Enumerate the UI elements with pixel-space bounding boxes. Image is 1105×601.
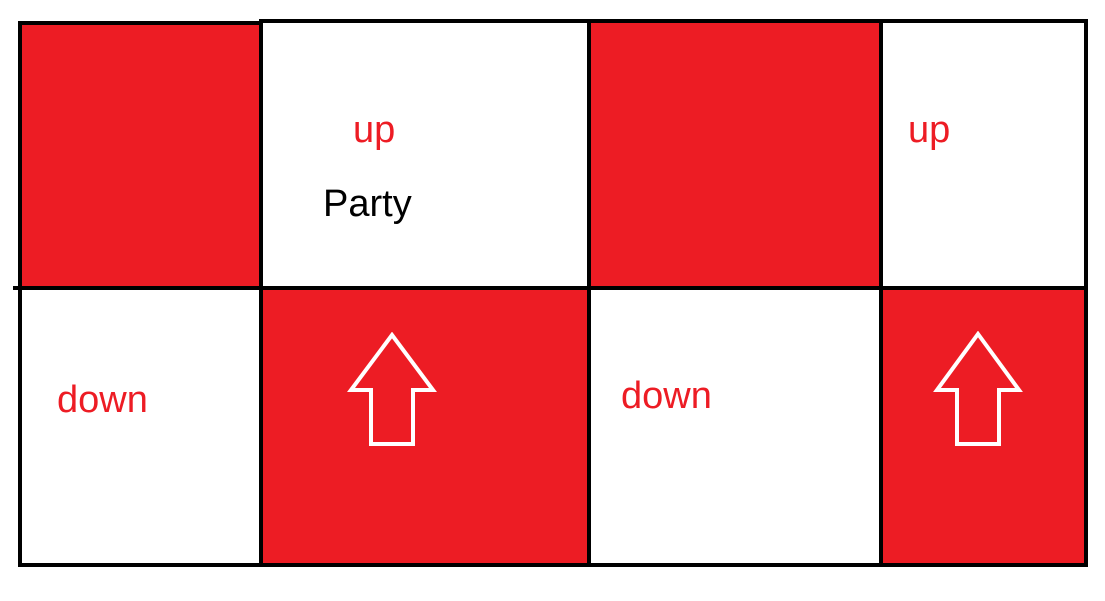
cell-r2c1	[20, 288, 262, 566]
grid-vline-2	[587, 19, 591, 565]
cell-r1c2-party-label: Party	[323, 183, 412, 225]
cell-r1c2	[262, 22, 590, 288]
grid-bottom-line	[18, 563, 1088, 567]
grid-top-line-left	[18, 21, 262, 25]
up-arrow-outline-icon	[933, 331, 1023, 446]
cell-r1c4	[881, 22, 1086, 288]
cell-r2c3-down-label: down	[621, 375, 712, 417]
cell-r1c3	[590, 22, 881, 288]
cell-r1c2-up-label: up	[353, 109, 396, 151]
cell-r2c4	[881, 288, 1086, 564]
grid-right-line	[1084, 19, 1088, 567]
grid-middle-line	[13, 286, 1088, 290]
cell-r1c4-up-label: up	[908, 109, 951, 151]
cell-r2c2	[262, 288, 590, 564]
cell-r2c3	[590, 288, 881, 562]
grid-vline-3	[879, 19, 883, 565]
cell-r2c1-down-label: down	[57, 379, 148, 421]
cell-r1c1	[20, 22, 262, 288]
grid-vline-1	[259, 19, 263, 565]
grid-top-line-right	[260, 19, 1088, 23]
grid-left-line	[18, 21, 22, 567]
up-arrow-outline-icon	[347, 332, 437, 446]
